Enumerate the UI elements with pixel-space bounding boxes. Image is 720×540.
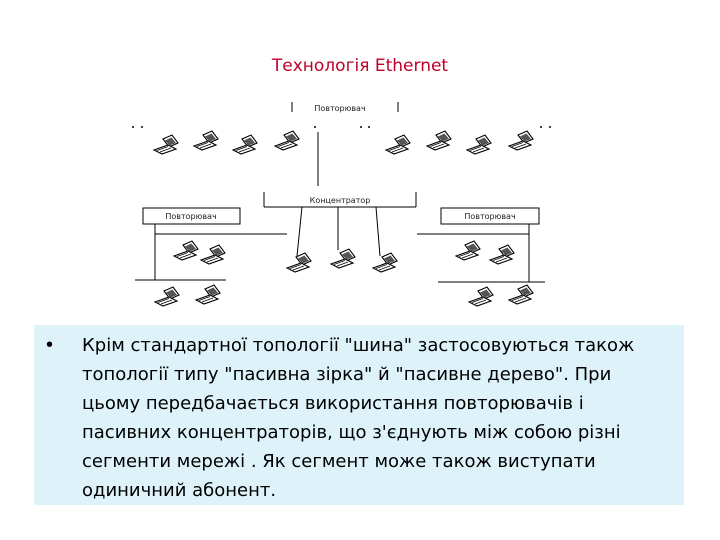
hub-label: Концентратор: [310, 196, 371, 205]
bullet-item: • Крім стандартної топології "шина" заст…: [46, 331, 672, 505]
right-repeater-box: [440, 207, 540, 225]
bullet-icon: •: [46, 334, 54, 356]
left-repeater-label: Повторювач: [165, 212, 216, 221]
right-computers: [455, 240, 534, 307]
description-box: • Крім стандартної топології "шина" заст…: [34, 325, 684, 505]
left-computers: [154, 240, 226, 307]
right-repeater-label: Повторювач: [464, 212, 515, 221]
top-left-computers: [153, 130, 300, 155]
top-right-computers: [385, 130, 534, 155]
hub-star-links: [296, 206, 381, 257]
top-repeater-label: Повторювач: [314, 104, 365, 113]
hub-computers: [286, 248, 398, 273]
slide-title: Технологія Ethernet: [271, 56, 449, 76]
network-topology-diagram: Повторювач Концентратор Повторювач: [132, 102, 551, 307]
left-repeater-box: [142, 207, 241, 225]
top-bus-terminators: [132, 126, 551, 128]
description-text: Крім стандартної топології "шина" застос…: [82, 335, 635, 501]
